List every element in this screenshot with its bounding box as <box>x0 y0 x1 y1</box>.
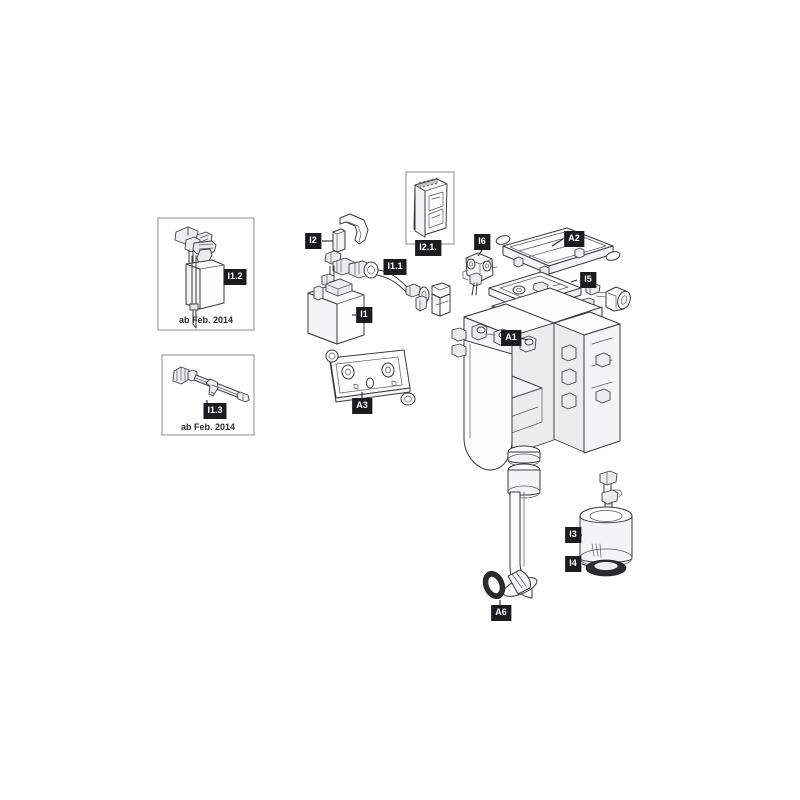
leader-i5 <box>570 279 578 283</box>
lever-rod-part <box>172 366 250 403</box>
note-ab-feb-2014-i12: ab Feb. 2014 <box>178 315 234 325</box>
fill-valve-head <box>174 226 217 265</box>
callout-label-i12[interactable]: I1.2 <box>223 269 247 285</box>
callout-label-i2[interactable]: I2 <box>305 233 321 249</box>
leader-i4 <box>581 563 589 567</box>
callout-label-i11[interactable]: I1.1 <box>383 259 407 275</box>
callout-label-a6[interactable]: A6 <box>491 605 511 621</box>
callout-label-i5[interactable]: I5 <box>580 272 596 288</box>
part-i2-flush-lever <box>322 213 369 254</box>
callout-label-a2[interactable]: A2 <box>564 231 584 247</box>
note-ab-feb-2014-i13: ab Feb. 2014 <box>180 422 236 432</box>
fill-valve-stem <box>189 255 199 329</box>
part-a3-access-plate <box>325 349 416 406</box>
callout-label-i21[interactable]: I2.1. <box>415 240 441 256</box>
callout-label-a3[interactable]: A3 <box>352 398 372 414</box>
callout-label-i3[interactable]: I3 <box>565 527 581 543</box>
leader-a1 <box>519 337 529 341</box>
inset-box-lever-rod <box>161 354 255 436</box>
callout-label-i4[interactable]: I4 <box>565 556 581 572</box>
part-i11-supply-hose <box>376 266 451 317</box>
part-i3-flush-valve-cartridge <box>579 470 633 577</box>
part-a2-frame-plate <box>495 227 621 277</box>
part-i6-flush-mechanism <box>462 249 498 296</box>
part-elbow-fitting <box>595 286 631 312</box>
callout-label-i1[interactable]: I1 <box>356 307 372 323</box>
callout-label-i6[interactable]: I6 <box>474 234 490 250</box>
inset-box-i21-cover <box>405 171 455 245</box>
callout-label-a1[interactable]: A1 <box>501 330 521 346</box>
part-a1-cistern-body <box>451 287 621 471</box>
part-i1-fill-valve-assembly <box>307 250 379 345</box>
leader-i6 <box>477 249 483 257</box>
leader-a2 <box>551 238 564 247</box>
callout-label-i13[interactable]: I1.3 <box>203 403 227 419</box>
inset-box-fill-valve <box>157 217 255 331</box>
part-flush-pipe <box>482 445 541 606</box>
